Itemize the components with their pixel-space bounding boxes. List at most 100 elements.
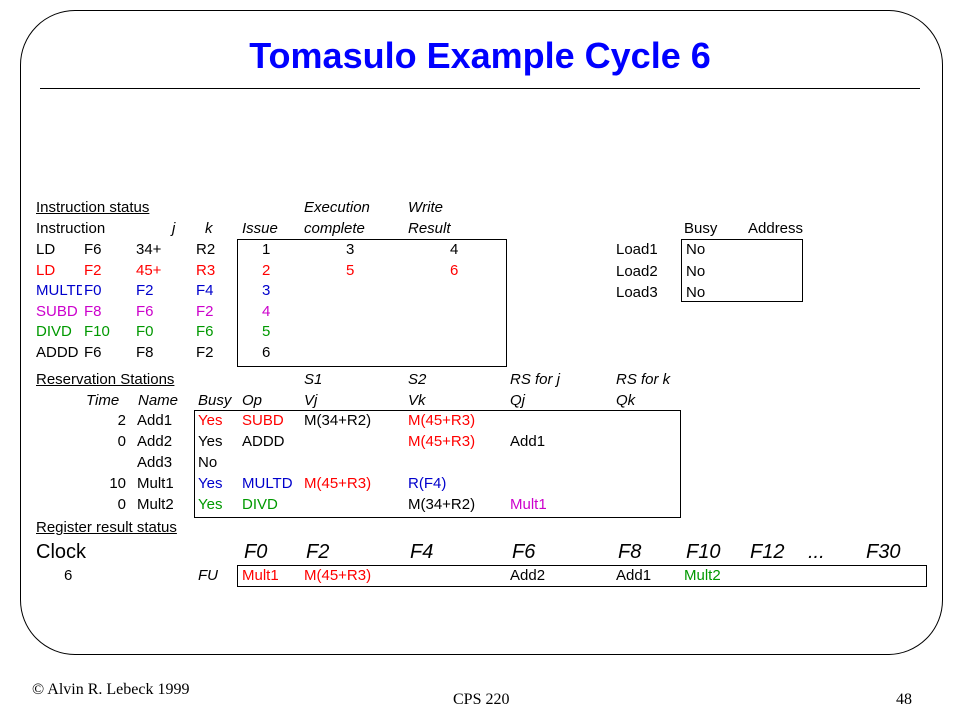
col-j: j — [172, 220, 176, 237]
load-col-address: Address — [748, 220, 804, 237]
instruction-op: SUBD — [36, 302, 78, 320]
rs-col-qk: Qk — [616, 392, 636, 409]
rs-col-qj: Qj — [510, 392, 525, 409]
instruction-k: F2 — [196, 343, 214, 361]
rs-busy: Yes — [198, 475, 223, 492]
rs-time: 2 — [117, 412, 126, 429]
rs-time: 0 — [117, 496, 126, 513]
instruction-status-box — [237, 239, 507, 367]
register-value: M(45+R3) — [304, 567, 372, 584]
load-buffer-busy: No — [686, 262, 706, 280]
instruction-complete: 5 — [346, 261, 355, 279]
instruction-j: 34+ — [136, 241, 162, 258]
col-result: Result — [408, 220, 451, 237]
rs-busy: Yes — [198, 433, 223, 450]
instruction-j: F8 — [136, 343, 154, 361]
instruction-k: F6 — [196, 323, 214, 340]
instruction-k: F4 — [196, 282, 214, 299]
register-header: F6 — [512, 541, 536, 563]
instruction-issue: 5 — [262, 323, 271, 340]
instruction-j: F6 — [136, 302, 154, 320]
rs-time: 0 — [117, 433, 126, 450]
rs-vk: M(45+R3) — [408, 433, 476, 450]
instruction-dest: F2 — [84, 261, 102, 279]
header-execution: Execution — [304, 199, 370, 216]
instruction-op: LD — [36, 261, 56, 279]
instruction-op: DIVD — [36, 323, 72, 340]
rs-op: SUBD — [242, 412, 284, 429]
fu-label: FU — [198, 567, 218, 584]
instruction-op: MULTD — [36, 282, 82, 299]
reservation-stations-box — [194, 410, 681, 518]
slide-title: Tomasulo Example Cycle 6 — [249, 35, 711, 76]
instruction-result: 4 — [450, 241, 459, 258]
rs-col-rsk: RS for k — [616, 371, 671, 388]
rs-col-busy: Busy — [198, 392, 232, 409]
clock-label: Clock — [36, 541, 87, 563]
rs-vk: M(34+R2) — [408, 496, 476, 513]
instruction-issue: 4 — [262, 302, 271, 320]
load-buffer-name: Load2 — [616, 262, 658, 280]
load-buffer-name: Load1 — [616, 241, 658, 258]
rs-time: 10 — [109, 475, 126, 492]
instruction-k: F2 — [196, 302, 214, 320]
register-header: ... — [808, 541, 825, 563]
rs-vj: M(45+R3) — [304, 475, 372, 492]
rs-op: DIVD — [242, 496, 278, 513]
rs-qj: Mult1 — [510, 496, 547, 513]
register-value: Add2 — [510, 567, 546, 584]
rs-col-vj: Vj — [304, 392, 318, 409]
instruction-issue: 1 — [262, 241, 271, 258]
col-complete: complete — [304, 220, 365, 237]
rs-col-s2: S2 — [408, 371, 427, 388]
register-value: Add1 — [616, 567, 652, 584]
load-buffer-box — [681, 239, 803, 302]
register-header: F10 — [686, 541, 721, 563]
rs-name: Mult2 — [137, 496, 174, 513]
rs-op: ADDD — [242, 433, 285, 450]
rs-vk: M(45+R3) — [408, 412, 476, 429]
rs-name: Mult1 — [137, 475, 174, 492]
reservation-stations-heading: Reservation Stations — [36, 371, 175, 388]
rs-qj: Add1 — [510, 433, 546, 450]
instruction-dest: F10 — [84, 323, 110, 340]
register-value: Mult2 — [684, 567, 721, 584]
instruction-issue: 6 — [262, 343, 271, 361]
rs-name: Add1 — [137, 412, 173, 429]
register-header: F0 — [244, 541, 268, 563]
instruction-dest: F8 — [84, 302, 102, 320]
instruction-status-heading: Instruction status — [36, 199, 150, 216]
load-buffer-name: Load3 — [616, 284, 658, 301]
instruction-k: R2 — [196, 241, 216, 258]
instruction-issue: 3 — [262, 282, 271, 299]
rs-col-rsj: RS for j — [510, 371, 561, 388]
clock-value: 6 — [64, 567, 73, 584]
instruction-op: ADDD — [36, 343, 79, 361]
rs-col-name: Name — [138, 392, 179, 409]
instruction-dest: F6 — [84, 343, 102, 361]
instruction-k: R3 — [196, 261, 216, 279]
rs-vj: M(34+R2) — [304, 412, 372, 429]
col-k: k — [205, 220, 213, 237]
col-issue: Issue — [242, 220, 278, 237]
title-divider — [40, 88, 920, 89]
instruction-j: F2 — [136, 282, 154, 299]
register-header: F8 — [618, 541, 642, 563]
rs-name: Add3 — [137, 454, 173, 471]
instruction-op: LD — [36, 241, 56, 258]
footer-course: CPS 220 — [453, 691, 510, 708]
register-header: F12 — [750, 541, 785, 563]
instruction-issue: 2 — [262, 261, 271, 279]
footer-copyright: © Alvin R. Lebeck 1999 — [32, 681, 190, 698]
register-status-heading: Register result status — [36, 519, 177, 536]
rs-op: MULTD — [242, 475, 293, 492]
load-buffer-busy: No — [686, 284, 706, 301]
register-header: F2 — [306, 541, 330, 563]
rs-col-time: Time — [86, 392, 120, 409]
register-header: F30 — [866, 541, 901, 563]
instruction-j: 45+ — [136, 261, 162, 279]
instruction-complete: 3 — [346, 241, 355, 258]
instruction-dest: F0 — [84, 282, 102, 299]
rs-col-s1: S1 — [304, 371, 323, 388]
rs-vk: R(F4) — [408, 475, 447, 492]
